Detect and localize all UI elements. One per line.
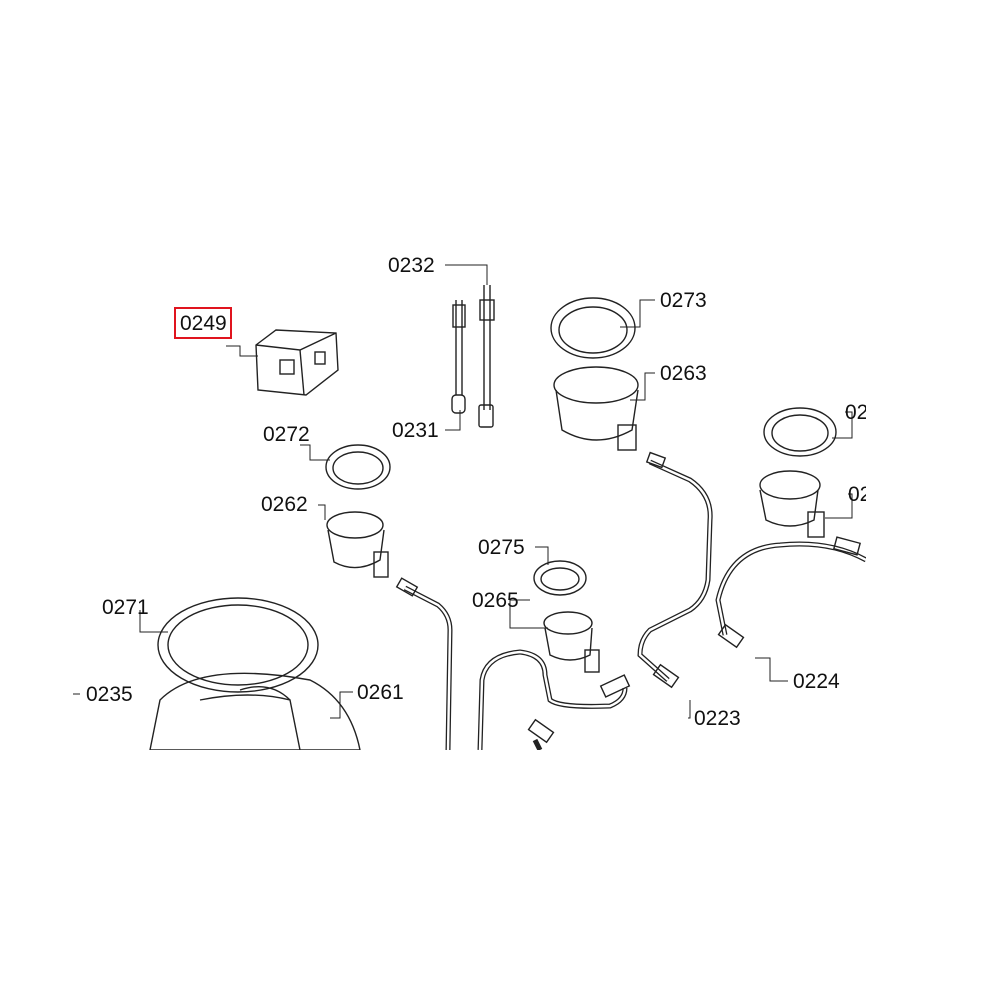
part-burners xyxy=(149,366,825,750)
part-label-0249-highlighted[interactable]: 0249 xyxy=(174,307,232,339)
diagram-drawing xyxy=(73,264,866,750)
diagram-viewport xyxy=(73,264,866,750)
part-label-0273[interactable]: 0273 xyxy=(660,289,707,312)
part-label-0262[interactable]: 0262 xyxy=(261,493,308,516)
part-gaskets xyxy=(157,297,837,693)
part-label-0223[interactable]: 0223 xyxy=(694,707,741,730)
part-label-0235[interactable]: 0235 xyxy=(86,683,133,706)
part-0249-connector xyxy=(255,329,339,396)
part-label-0271[interactable]: 0271 xyxy=(102,596,149,619)
leader-lines xyxy=(73,264,853,719)
part-label-0263[interactable]: 0263 xyxy=(660,362,707,385)
part-label-0231[interactable]: 0231 xyxy=(392,419,439,442)
part-label-0224[interactable]: 0224 xyxy=(793,670,840,693)
part-electrodes xyxy=(451,285,495,428)
part-label-0265[interactable]: 0265 xyxy=(472,589,519,612)
part-label-0232[interactable]: 0232 xyxy=(388,254,435,277)
part-label-0275[interactable]: 0275 xyxy=(478,536,525,559)
part-fittings xyxy=(395,451,862,744)
part-label-0272[interactable]: 0272 xyxy=(263,423,310,446)
part-label-0261[interactable]: 0261 xyxy=(357,681,404,704)
